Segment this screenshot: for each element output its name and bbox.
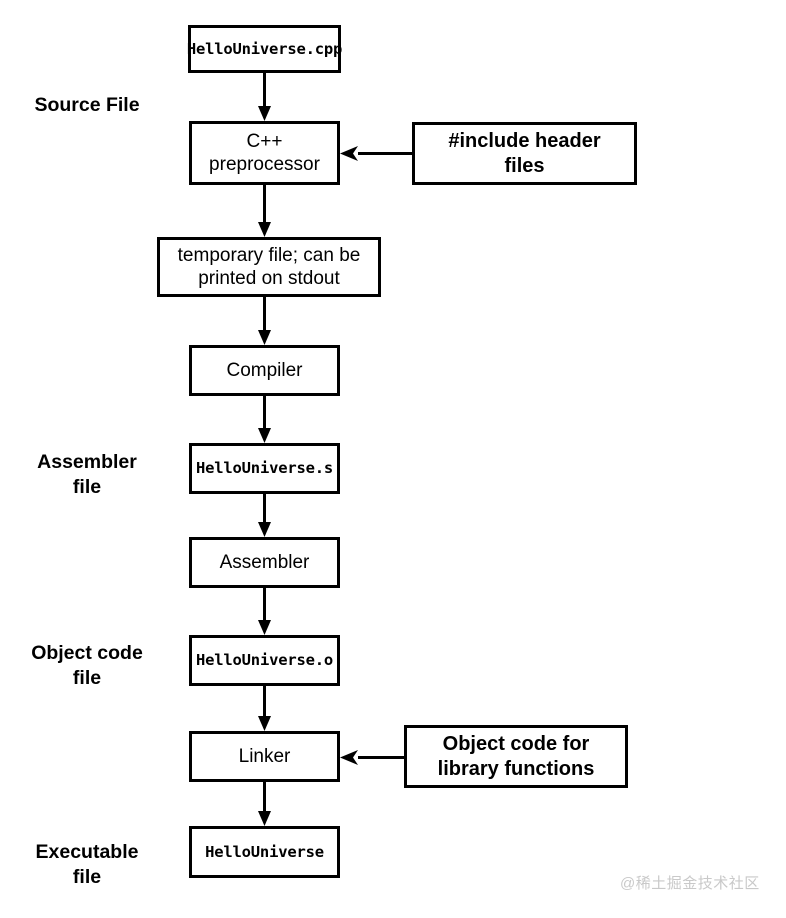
node-library-object-code-label: Object code for library functions: [437, 733, 595, 780]
edge-objfile-to-linker: [258, 686, 271, 731]
edge-compiler-to-asmfile: [258, 396, 271, 443]
edge-libobj-to-linker: [340, 750, 404, 765]
node-compiler-label: Compiler: [226, 359, 303, 381]
node-include-header-files-label: #include header files: [448, 130, 601, 177]
node-library-object-code[interactable]: Object code for library functions: [404, 725, 628, 788]
node-temporary-file[interactable]: temporary file; can be printed on stdout: [157, 237, 381, 297]
stage-label-assembler-file: Assembler file: [37, 451, 137, 498]
stage-label-object-code-file: Object code file: [31, 642, 143, 689]
node-linker-label: Linker: [238, 745, 291, 767]
node-executable-file[interactable]: HelloUniverse: [189, 826, 340, 878]
node-assembler[interactable]: Assembler: [189, 537, 340, 588]
stage-label-executable-file: Executable file: [35, 841, 139, 888]
node-assembler-label: Assembler: [219, 551, 310, 573]
node-linker[interactable]: Linker: [189, 731, 340, 782]
edge-include-to-preprocessor: [340, 146, 412, 161]
edge-source-to-preprocessor: [258, 73, 271, 121]
node-object-file[interactable]: HelloUniverse.o: [189, 635, 340, 686]
node-preprocessor-label: C++ preprocessor: [209, 130, 320, 175]
stage-label-source-file: Source File: [34, 94, 140, 116]
node-preprocessor[interactable]: C++ preprocessor: [189, 121, 340, 185]
watermark-bottom-right: @稀土掘金技术社区: [620, 875, 760, 892]
node-include-header-files[interactable]: #include header files: [412, 122, 637, 185]
node-compiler[interactable]: Compiler: [189, 345, 340, 396]
edge-preprocessor-to-tempfile: [258, 185, 271, 237]
node-temporary-file-label: temporary file; can be printed on stdout: [177, 244, 361, 289]
edge-linker-to-executable: [258, 782, 271, 826]
node-object-file-label: HelloUniverse.o: [196, 651, 333, 670]
node-source-file-label: HelloUniverse.cpp: [186, 39, 343, 58]
node-assembler-file[interactable]: HelloUniverse.s: [189, 443, 340, 494]
node-source-file[interactable]: HelloUniverse.cpp: [187, 25, 342, 73]
node-executable-file-label: HelloUniverse: [205, 842, 324, 861]
edge-asmfile-to-assembler: [258, 494, 271, 537]
edge-tempfile-to-compiler: [258, 297, 271, 345]
edge-assembler-to-objfile: [258, 588, 271, 635]
node-assembler-file-label: HelloUniverse.s: [196, 459, 333, 478]
